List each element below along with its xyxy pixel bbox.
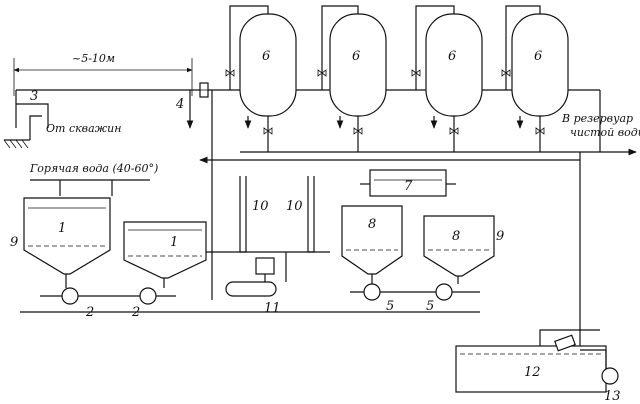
- label-10b: 10: [286, 199, 303, 214]
- main-supply-line: 4: [16, 82, 600, 300]
- label-6a: 6: [262, 49, 270, 64]
- pump-13: 13: [580, 349, 621, 404]
- pumps-2: 2 2: [20, 274, 212, 320]
- label-8a: 8: [368, 217, 376, 232]
- filter-2: [329, 13, 387, 117]
- label-9b: 9: [496, 229, 504, 244]
- compressor-11: 11: [225, 252, 287, 316]
- label-7: 7: [404, 179, 413, 194]
- label-5a: 5: [386, 299, 394, 314]
- from-wells-label: От скважин: [46, 122, 121, 135]
- tank-7: 7: [360, 169, 456, 197]
- filter-1: [239, 13, 297, 117]
- hot-water-label: Горячая вода (40-60°): [29, 162, 158, 175]
- label-1a: 1: [58, 221, 66, 236]
- to-reservoir-label-1: В резервуар: [561, 112, 633, 125]
- label-1b: 1: [170, 235, 178, 250]
- hot-water-supply: Горячая вода (40-60°): [29, 162, 158, 196]
- filter-3: [425, 13, 483, 117]
- pumps-5: 5 5: [212, 274, 480, 314]
- distance-label: ~5-10м: [72, 52, 115, 65]
- tanks-8: 8 8 9: [341, 205, 504, 277]
- label-10a: 10: [252, 199, 269, 214]
- label-6d: 6: [534, 49, 542, 64]
- label-4: 4: [175, 97, 184, 112]
- clean-water-line: В резервуар чистой воды: [199, 90, 640, 350]
- to-reservoir-label-2: чистой воды: [570, 126, 640, 139]
- label-6c: 6: [448, 49, 456, 64]
- label-8b: 8: [452, 229, 460, 244]
- tanks-1: 1 9 1: [10, 197, 207, 279]
- distance-dimension: ~5-10м: [13, 52, 193, 96]
- label-13: 13: [604, 389, 621, 404]
- label-9a: 9: [10, 235, 18, 250]
- label-5b: 5: [426, 299, 434, 314]
- well-inlet: 3 От скважин: [3, 89, 121, 149]
- standpipes-10: 10 10: [206, 176, 330, 253]
- filter-4: [511, 13, 569, 117]
- label-11: 11: [264, 301, 281, 316]
- reservoir-12: 12: [455, 329, 607, 393]
- label-12: 12: [524, 365, 541, 380]
- pressure-filters: 6 6 6 6: [225, 5, 569, 152]
- label-6b: 6: [352, 49, 360, 64]
- label-3: 3: [30, 89, 38, 104]
